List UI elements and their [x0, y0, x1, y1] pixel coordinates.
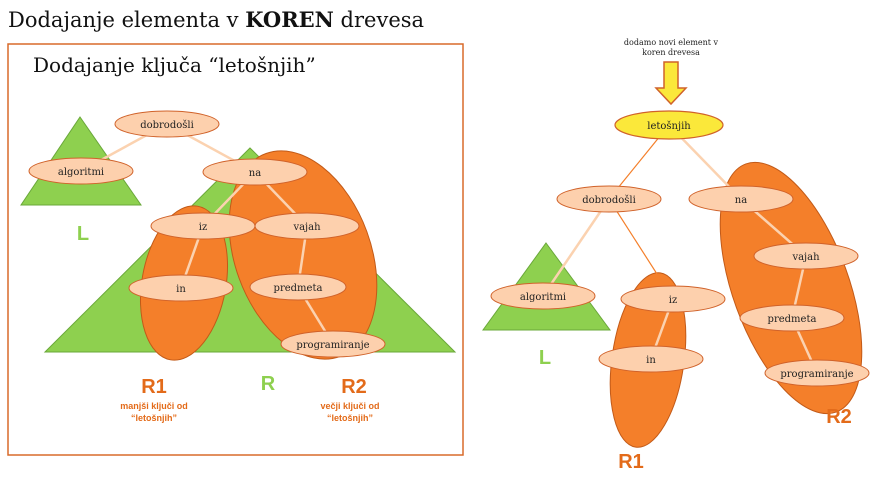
- node-label: na: [735, 195, 747, 206]
- node-label: predmeta: [768, 314, 817, 325]
- tree-node: na: [688, 185, 794, 213]
- node-label: dobrodošli: [582, 195, 636, 206]
- slide-title: Dodajanje elementa v KOREN drevesa: [8, 7, 424, 32]
- node-label: letošnjih: [647, 121, 691, 132]
- tree-node: programiranje: [764, 359, 870, 387]
- node-label: programiranje: [780, 369, 853, 380]
- label-R2-right: R2: [826, 406, 852, 428]
- tree-node: dobrodošli: [114, 110, 220, 138]
- tree-node: vajah: [254, 212, 360, 240]
- r2-note-line2: “letošnjih”: [327, 413, 373, 423]
- arrow-note-line1: dodamo novi element v: [624, 38, 719, 47]
- label-R2: R2: [341, 376, 367, 398]
- tree-node: algoritmi: [28, 157, 134, 185]
- node-label: dobrodošli: [140, 120, 194, 131]
- node-label: predmeta: [274, 283, 323, 294]
- r1-note-line2: “letošnjih”: [131, 413, 177, 423]
- node-label: na: [249, 168, 261, 179]
- left-panel-frame: [7, 43, 464, 456]
- label-L-right: L: [539, 347, 551, 369]
- node-label: algoritmi: [520, 292, 566, 303]
- node-label: in: [646, 355, 656, 366]
- node-label: algoritmi: [58, 167, 104, 178]
- tree-node: dobrodošli: [556, 185, 662, 213]
- tree-node-new-root: letošnjih: [614, 110, 724, 140]
- tree-node: iz: [150, 212, 256, 240]
- r1-note-line1: manjši ključi od: [120, 401, 188, 411]
- tree-node: predmeta: [739, 304, 845, 332]
- arrow-note-line2: koren drevesa: [642, 48, 700, 57]
- label-R1-right: R1: [618, 451, 644, 473]
- node-label: vajah: [791, 252, 820, 263]
- label-R: R: [261, 373, 276, 395]
- node-label: programiranje: [296, 340, 369, 351]
- r2-note-line1: večji ključi od: [320, 401, 379, 411]
- tree-node: programiranje: [280, 330, 386, 358]
- tree-node: in: [598, 345, 704, 373]
- label-R1: R1: [141, 376, 167, 398]
- node-label: iz: [669, 295, 677, 306]
- tree-node: predmeta: [249, 273, 347, 301]
- down-arrow-icon: [654, 61, 688, 106]
- label-L: L: [77, 223, 89, 245]
- subtree-R2-ellipse-right: [719, 161, 863, 415]
- tree-node: na: [202, 158, 308, 186]
- node-label: in: [176, 284, 186, 295]
- tree-node: iz: [620, 285, 726, 313]
- tree-node: vajah: [753, 242, 859, 270]
- node-label: iz: [199, 222, 207, 233]
- tree-node: in: [128, 274, 234, 302]
- left-panel-subtitle: Dodajanje ključa “letošnjih”: [33, 53, 316, 77]
- node-label: vajah: [292, 222, 321, 233]
- tree-node: algoritmi: [490, 282, 596, 310]
